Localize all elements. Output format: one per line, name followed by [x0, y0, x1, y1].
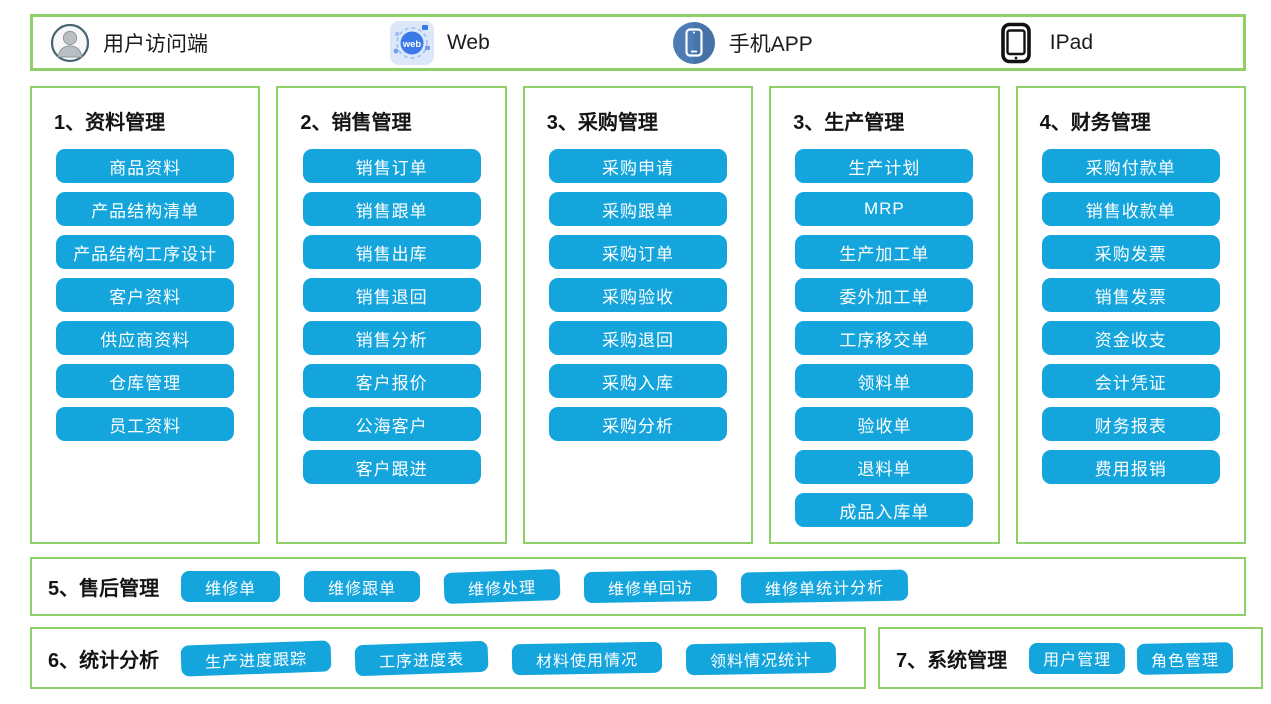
module-button[interactable]: 采购分析: [548, 407, 728, 441]
module-button[interactable]: 材料使用情况: [511, 641, 663, 675]
svg-text:web: web: [402, 39, 422, 50]
module-button[interactable]: 采购入库: [548, 364, 728, 398]
module-button[interactable]: 委外加工单: [795, 278, 974, 312]
module-button[interactable]: 销售出库: [302, 235, 481, 269]
ipad-icon: [994, 21, 1038, 65]
column-sales-management: 2、销售管理 销售订单 销售跟单 销售出库 销售退回 销售分析 客户报价 公海客…: [276, 86, 507, 544]
module-button[interactable]: 采购发票: [1041, 235, 1220, 269]
module-button[interactable]: 维修单回访: [583, 569, 718, 604]
access-item-ipad: IPad: [994, 21, 1093, 65]
row-system: 7、系统管理 用户管理 角色管理: [878, 627, 1264, 689]
module-button[interactable]: 维修单统计分析: [740, 569, 909, 604]
bottom-rows: 6、统计分析 生产进度跟踪 工序进度表 材料使用情况 领料情况统计 7、系统管理…: [30, 627, 1264, 689]
module-button[interactable]: 采购验收: [548, 278, 728, 312]
row-title: 5、售后管理: [48, 578, 160, 600]
module-button[interactable]: 生产进度跟踪: [180, 639, 332, 677]
row-title: 6、统计分析: [48, 649, 160, 672]
user-icon: [49, 22, 91, 64]
web-icon: web: [389, 20, 435, 66]
module-button[interactable]: 角色管理: [1136, 641, 1234, 675]
module-button[interactable]: 采购退回: [548, 321, 728, 355]
access-label-ipad: IPad: [1049, 30, 1093, 54]
module-button[interactable]: 销售退回: [302, 278, 481, 312]
module-button[interactable]: 维修处理: [443, 568, 561, 605]
module-button[interactable]: 生产加工单: [795, 235, 974, 269]
access-label-phone: 手机APP: [728, 32, 813, 56]
row-title: 7、系统管理: [896, 649, 1008, 672]
module-button[interactable]: 领料单: [795, 364, 974, 398]
module-button[interactable]: 销售发票: [1041, 278, 1220, 312]
column-title: 4、财务管理: [1039, 112, 1151, 134]
module-button[interactable]: 工序移交单: [795, 321, 974, 355]
module-button[interactable]: 采购跟单: [548, 192, 728, 226]
column-production-management: 3、生产管理 生产计划 MRP 生产加工单 委外加工单 工序移交单 领料单 验收…: [769, 86, 1000, 544]
module-button[interactable]: 公海客户: [302, 407, 481, 441]
row-after-sales: 5、售后管理 维修单 维修跟单 维修处理 维修单回访 维修单统计分析: [30, 557, 1246, 616]
module-button[interactable]: 产品结构工序设计: [56, 235, 235, 269]
module-button[interactable]: 资金收支: [1041, 321, 1220, 355]
module-button[interactable]: 客户报价: [302, 364, 481, 398]
module-button[interactable]: 领料情况统计: [685, 641, 837, 675]
module-button[interactable]: 费用报销: [1041, 450, 1220, 484]
module-button[interactable]: 验收单: [795, 407, 974, 441]
module-button[interactable]: 销售分析: [302, 321, 481, 355]
access-item-phone: 手机APP: [671, 20, 813, 66]
module-button[interactable]: 采购付款单: [1041, 149, 1220, 183]
module-button[interactable]: 采购订单: [548, 235, 728, 269]
access-item-web: web Web: [389, 20, 490, 66]
module-button[interactable]: 维修跟单: [304, 571, 421, 602]
module-button[interactable]: 产品结构清单: [56, 192, 235, 226]
column-title: 3、采购管理: [546, 112, 658, 134]
module-button[interactable]: 员工资料: [56, 407, 235, 441]
module-button[interactable]: 工序进度表: [354, 640, 489, 676]
module-button[interactable]: 销售收款单: [1041, 192, 1220, 226]
access-label-user: 用户访问端: [103, 32, 208, 56]
column-data-management: 1、资料管理 商品资料 产品结构清单 产品结构工序设计 客户资料 供应商资料 仓…: [30, 86, 261, 544]
module-button[interactable]: 会计凭证: [1041, 364, 1220, 398]
module-button[interactable]: 客户跟进: [302, 450, 481, 484]
module-button[interactable]: 采购申请: [548, 149, 728, 183]
column-finance-management: 4、财务管理 采购付款单 销售收款单 采购发票 销售发票 资金收支 会计凭证 财…: [1015, 86, 1246, 544]
module-button[interactable]: 供应商资料: [56, 321, 235, 355]
module-button[interactable]: 客户资料: [56, 278, 235, 312]
module-button[interactable]: 用户管理: [1029, 642, 1126, 674]
access-label-web: Web: [446, 30, 490, 54]
module-button[interactable]: 销售跟单: [302, 192, 481, 226]
module-button[interactable]: 商品资料: [56, 149, 235, 183]
module-button[interactable]: 维修单: [181, 571, 281, 602]
phone-icon: [671, 20, 717, 66]
module-button[interactable]: 销售订单: [302, 149, 481, 183]
module-button[interactable]: 仓库管理: [56, 364, 235, 398]
module-button[interactable]: 成品入库单: [795, 493, 974, 527]
module-button[interactable]: 退料单: [795, 450, 974, 484]
column-purchase-management: 3、采购管理 采购申请 采购跟单 采购订单 采购验收 采购退回 采购入库 采购分…: [522, 86, 754, 544]
column-title: 1、资料管理: [54, 112, 166, 134]
module-button[interactable]: MRP: [795, 192, 974, 226]
module-button[interactable]: 财务报表: [1041, 407, 1220, 441]
module-button[interactable]: 生产计划: [795, 149, 974, 183]
user-access-bar: 用户访问端 web Web: [30, 14, 1246, 71]
column-title: 2、销售管理: [300, 112, 412, 134]
column-title: 3、生产管理: [793, 112, 905, 134]
row-statistics: 6、统计分析 生产进度跟踪 工序进度表 材料使用情况 领料情况统计: [30, 627, 866, 689]
access-item-user: 用户访问端: [49, 22, 208, 64]
module-columns: 1、资料管理 商品资料 产品结构清单 产品结构工序设计 客户资料 供应商资料 仓…: [30, 86, 1246, 544]
